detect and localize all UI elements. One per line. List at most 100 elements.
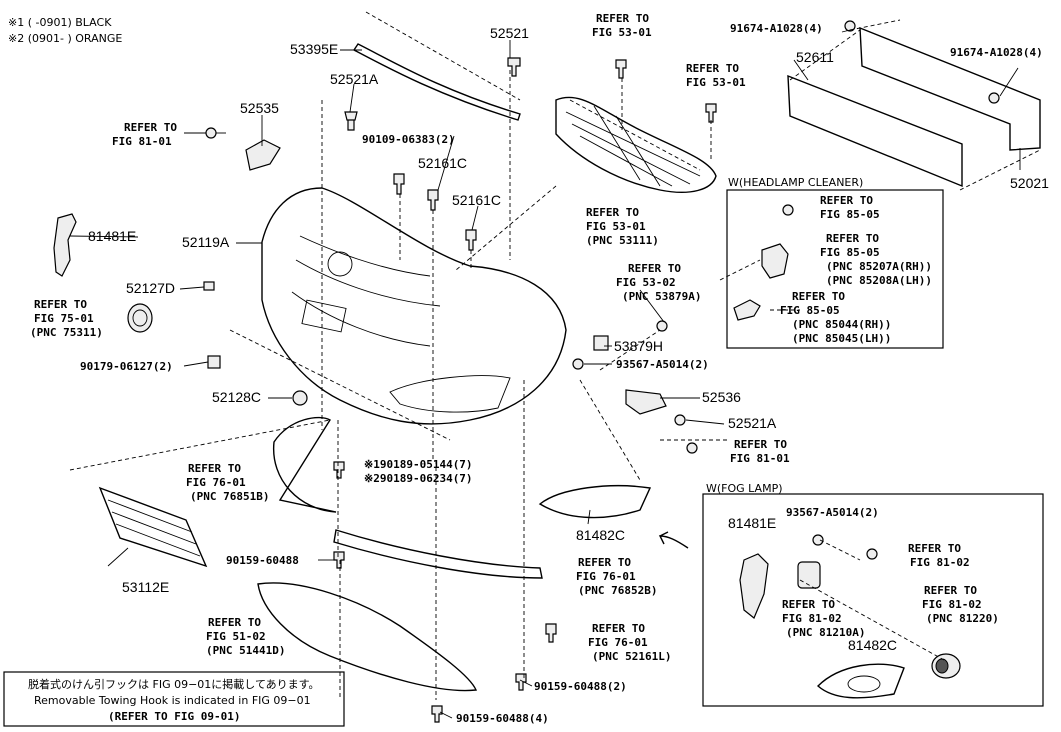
- label-fig-81-01: FIG 81-01: [112, 135, 172, 148]
- legend-orange: ※2 (0901- ) ORANGE: [8, 32, 122, 45]
- label-refer-to-5102: REFER TO: [208, 616, 261, 629]
- bolt-refer-81-01-b: [686, 442, 698, 454]
- label-52521: 52521: [490, 25, 529, 41]
- label-fig-81-02-b: FIG 81-02: [782, 612, 842, 625]
- spoiler-76851B: [273, 416, 337, 513]
- label-290189: ※290189-06234(7): [364, 472, 473, 485]
- towing-note-en: Removable Towing Hook is indicated in FI…: [34, 694, 311, 707]
- label-fig-51-02: FIG 51-02: [206, 630, 266, 643]
- towing-note-ref: (REFER TO FIG 09-01): [108, 710, 240, 723]
- fog-cover-81482C-b: [816, 663, 905, 699]
- radiator-grille-53111: [555, 96, 717, 193]
- label-refer-to-8102a: REFER TO: [908, 542, 961, 555]
- towing-note-jp: 脱着式のけん引フックは FIG 09−01に掲載してあります。: [28, 677, 320, 691]
- label-52161C-a: 52161C: [418, 155, 467, 171]
- undercover-51441D: [257, 582, 478, 692]
- label-52161C-b: 52161C: [452, 192, 501, 208]
- label-pnc-53111: (PNC 53111): [586, 234, 659, 247]
- label-refer-to-8505c: REFER TO: [792, 290, 845, 303]
- label-fig-81-02-c: FIG 81-02: [922, 598, 982, 611]
- fog-bracket-81481E: [739, 553, 769, 619]
- label-81482C: 81482C: [576, 527, 625, 543]
- label-90159-b: 90159-60488(2): [534, 680, 627, 693]
- label-91674-a: 91674-A1028(4): [730, 22, 823, 35]
- label-81481E: 81481E: [88, 228, 136, 244]
- bumper-grille-opening: [291, 235, 441, 347]
- fog-cover-lens: [847, 675, 881, 693]
- headlamp-cleaner-box: [726, 189, 944, 349]
- clip-refer-53-01-a: [615, 59, 627, 79]
- bracket-53879H: [593, 335, 609, 351]
- label-81482C-f: 81482C: [848, 637, 897, 653]
- lower-grille-53112E: [98, 486, 208, 568]
- label-190189: ※190189-05144(7): [364, 458, 473, 471]
- label-refer-to-81b: REFER TO: [734, 438, 787, 451]
- direction-arrow-icon: [658, 531, 689, 549]
- label-pnc-51441D: (PNC 51441D): [206, 644, 285, 657]
- label-fig-53-01-b: FIG 53-01: [686, 76, 746, 89]
- label-refer-to-53c: REFER TO: [586, 206, 639, 219]
- fog-cover-81482C: [538, 485, 652, 519]
- label-fig-85-05-a: FIG 85-05: [820, 208, 880, 221]
- label-53112E: 53112E: [122, 579, 169, 595]
- grille-mesh: [565, 105, 701, 187]
- clip-90109: [393, 173, 405, 195]
- label-pnc-85207A: (PNC 85207A(RH)): [826, 260, 932, 273]
- clip-190189: [333, 461, 345, 479]
- reinforcement-52021: [859, 26, 1041, 151]
- bracket-52536: [625, 389, 667, 415]
- label-refer-to-7601c: REFER TO: [592, 622, 645, 635]
- label-52021: 52021: [1010, 175, 1049, 191]
- label-52611: 52611: [796, 49, 834, 65]
- clip-90159-a: [333, 551, 345, 569]
- label-refer-to-8102c: REFER TO: [924, 584, 977, 597]
- fog-bolt-icon: [866, 548, 878, 560]
- label-52119A: 52119A: [182, 234, 230, 250]
- label-52521A-r: 52521A: [728, 415, 777, 431]
- screw-93567-a: [572, 358, 584, 370]
- label-fig-85-05-c: FIG 85-05: [780, 304, 840, 317]
- label-refer-to-8505b: REFER TO: [826, 232, 879, 245]
- leader-lines: [69, 29, 1021, 719]
- license-plate-area: [301, 299, 347, 333]
- label-pnc-53879A: (PNC 53879A): [622, 290, 701, 303]
- clip-52161C-b: [465, 229, 477, 251]
- guide-lines: [69, 11, 1041, 700]
- cleaner-bolt-icon: [782, 204, 794, 216]
- label-pnc-52161L: (PNC 52161L): [592, 650, 671, 663]
- label-refer-to-53a: REFER TO: [596, 12, 649, 25]
- label-pnc-81220: (PNC 81220): [926, 612, 999, 625]
- label-fig-81-02-a: FIG 81-02: [910, 556, 970, 569]
- label-fog-lamp: W(FOG LAMP): [706, 482, 783, 495]
- cleaner-actuator-icon: [761, 243, 789, 279]
- label-fig-76-01-c: FIG 76-01: [588, 636, 648, 649]
- spoiler-76852B: [333, 529, 543, 579]
- fog-lamp-81210A: [797, 561, 821, 589]
- legend-black: ※1 ( -0901) BLACK: [8, 16, 112, 29]
- clip-52127D: [203, 281, 215, 291]
- clip-52161C-a: [427, 189, 439, 211]
- label-93567-a: 93567-A5014(2): [616, 358, 709, 371]
- label-52536: 52536: [702, 389, 741, 405]
- bracket-52535: [245, 139, 281, 171]
- label-52128C: 52128C: [212, 389, 261, 405]
- label-53879H: 53879H: [614, 338, 663, 354]
- label-refer-to-8505a: REFER TO: [820, 194, 873, 207]
- label-refer-to-5302: REFER TO: [628, 262, 681, 275]
- label-refer-to-75: REFER TO: [34, 298, 87, 311]
- label-refer-to-53b: REFER TO: [686, 62, 739, 75]
- label-pnc-85044: (PNC 85044(RH)): [792, 318, 891, 331]
- bumper-cover-52119A: [261, 187, 567, 425]
- cleaner-cover-icon: [733, 299, 761, 321]
- label-90109: 90109-06383(2): [362, 133, 455, 146]
- clip-52521A-r: [674, 414, 686, 426]
- label-fig-53-01-a: FIG 53-01: [592, 26, 652, 39]
- clip-refer-53-01-b: [705, 103, 717, 123]
- label-fig-76-01-b: FIG 76-01: [576, 570, 636, 583]
- screw-53879A: [656, 320, 668, 332]
- nut-90179: [207, 355, 221, 369]
- label-refer-to: REFER TO: [124, 121, 177, 134]
- label-52535: 52535: [240, 100, 279, 116]
- towing-hook-note-box: [3, 671, 345, 727]
